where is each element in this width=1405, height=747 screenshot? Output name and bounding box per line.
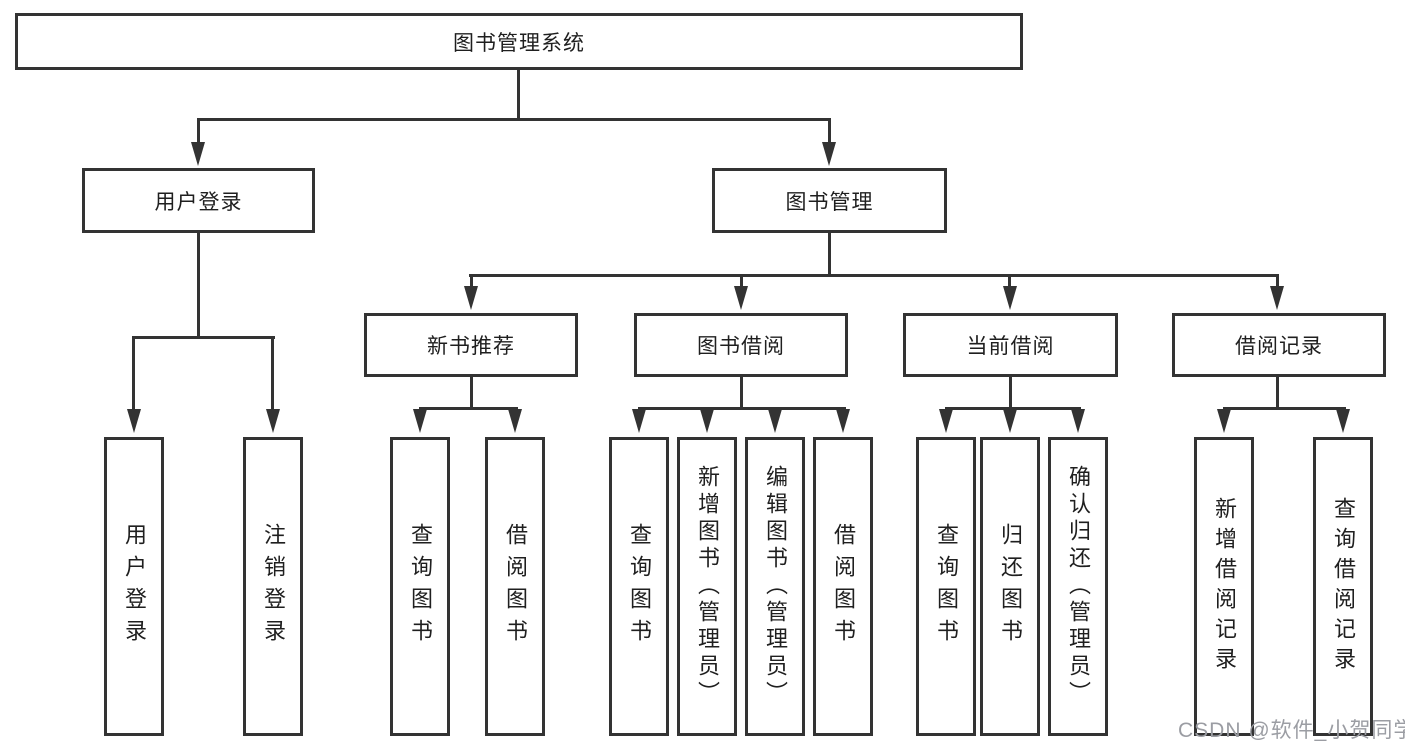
node-book-borrow-label: 图书借阅 [697, 335, 785, 358]
leaf-records-query-record: 查询借阅记录 [1313, 437, 1373, 736]
leaf-label: 新增图书（管理员） [695, 465, 720, 708]
leaf-current-return-books: 归还图书 [980, 437, 1040, 736]
arrowhead-down-icon [1003, 409, 1017, 433]
connector-line [132, 336, 135, 411]
node-root: 图书管理系统 [15, 13, 1023, 70]
leaf-records-add-record: 新增借阅记录 [1194, 437, 1254, 736]
node-user-login-label: 用户登录 [154, 190, 243, 214]
leaf-borrow-borrow-books: 借阅图书 [813, 437, 873, 736]
arrowhead-down-icon [413, 409, 427, 433]
arrowhead-down-icon [508, 409, 522, 433]
connector-line [1276, 274, 1279, 288]
connector-line [470, 377, 473, 407]
connector-line [132, 336, 275, 339]
arrowhead-down-icon [734, 286, 748, 310]
leaf-label: 编辑图书（管理员） [763, 465, 788, 708]
arrowhead-down-icon [632, 409, 646, 433]
connector-line [470, 274, 473, 288]
leaf-label: 归还图书 [998, 522, 1023, 651]
arrowhead-down-icon [700, 409, 714, 433]
leaf-current-confirm-return-admin: 确认归还（管理员） [1048, 437, 1108, 736]
leaf-borrow-edit-books-admin: 编辑图书（管理员） [745, 437, 805, 736]
connector-line [1223, 407, 1346, 410]
arrowhead-down-icon [1270, 286, 1284, 310]
arrowhead-down-icon [266, 409, 280, 433]
connector-line [1276, 377, 1279, 407]
leaf-logout: 注销登录 [243, 437, 303, 736]
connector-line [740, 377, 743, 407]
leaf-borrow-query-books: 查询图书 [609, 437, 669, 736]
node-user-login: 用户登录 [82, 168, 315, 233]
leaf-borrow-add-books-admin: 新增图书（管理员） [677, 437, 737, 736]
node-borrow-records: 借阅记录 [1172, 313, 1386, 377]
node-new-book-recommend-label: 新书推荐 [427, 335, 515, 358]
node-borrow-records-label: 借阅记录 [1235, 335, 1323, 358]
node-root-label: 图书管理系统 [453, 31, 585, 55]
connector-line [1009, 377, 1012, 407]
connector-line [271, 336, 274, 411]
node-book-management-label: 图书管理 [785, 190, 874, 214]
connector-line [945, 407, 1081, 410]
leaf-current-query-books: 查询图书 [916, 437, 976, 736]
leaf-label: 新增借阅记录 [1212, 496, 1237, 677]
connector-line [469, 274, 1279, 277]
arrowhead-down-icon [1003, 286, 1017, 310]
arrowhead-down-icon [127, 409, 141, 433]
leaf-label: 注销登录 [261, 522, 286, 651]
node-new-book-recommend: 新书推荐 [364, 313, 578, 377]
arrowhead-down-icon [1217, 409, 1231, 433]
leaf-recommend-query-books: 查询图书 [390, 437, 450, 736]
leaf-label: 确认归还（管理员） [1066, 465, 1091, 708]
leaf-label: 借阅图书 [831, 522, 856, 651]
leaf-label: 查询图书 [408, 522, 433, 651]
connector-line [419, 407, 518, 410]
arrowhead-down-icon [464, 286, 478, 310]
leaf-label: 用户登录 [122, 522, 147, 651]
node-current-borrow: 当前借阅 [903, 313, 1118, 377]
leaf-label: 查询借阅记录 [1331, 496, 1356, 677]
connector-line [197, 233, 200, 336]
connector-line [517, 70, 520, 118]
leaf-user-login: 用户登录 [104, 437, 164, 736]
leaf-label: 查询图书 [627, 522, 652, 651]
arrowhead-down-icon [1336, 409, 1350, 433]
arrowhead-down-icon [191, 142, 205, 166]
leaf-recommend-borrow-books: 借阅图书 [485, 437, 545, 736]
arrowhead-down-icon [768, 409, 782, 433]
arrowhead-down-icon [822, 142, 836, 166]
connector-line [197, 118, 200, 144]
connector-line [197, 118, 831, 121]
arrowhead-down-icon [836, 409, 850, 433]
leaf-label: 查询图书 [934, 522, 959, 651]
connector-line [740, 274, 743, 288]
connector-line [1008, 274, 1011, 288]
connector-line [828, 118, 831, 144]
arrowhead-down-icon [1071, 409, 1085, 433]
leaf-label: 借阅图书 [503, 522, 528, 651]
csdn-watermark: CSDN @软件_小贺同学 [1178, 719, 1405, 742]
connector-line [638, 407, 846, 410]
node-current-borrow-label: 当前借阅 [966, 335, 1055, 358]
arrowhead-down-icon [939, 409, 953, 433]
node-book-borrow: 图书借阅 [634, 313, 848, 377]
node-book-management: 图书管理 [712, 168, 947, 233]
connector-line [828, 233, 831, 274]
